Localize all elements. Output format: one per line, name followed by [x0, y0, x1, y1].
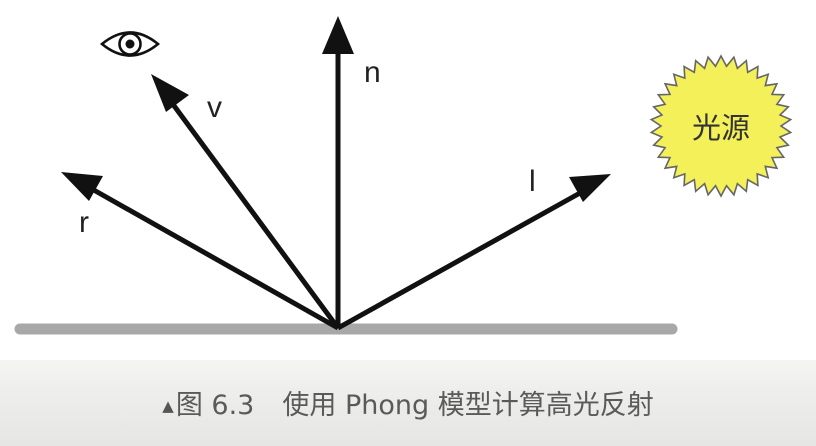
reflect-label: r — [79, 206, 89, 239]
caption-text: 使用 Phong 模型计算高光反射 — [282, 390, 654, 421]
reflect-vector — [61, 172, 340, 331]
eye-icon — [99, 31, 161, 57]
view-vector — [151, 74, 341, 330]
normal-vector — [322, 16, 354, 328]
caption-marker: ▲ — [162, 397, 174, 415]
figure-number: 图 6.3 — [175, 390, 255, 421]
light-source-label: 光源 — [692, 111, 750, 145]
view-label: v — [207, 91, 222, 124]
sun-burst-icon — [649, 54, 793, 198]
phong-diagram: n v r l 光源 — [14, 16, 793, 335]
light-vector — [336, 174, 611, 331]
figure-caption: ▲图 6.3 使用 Phong 模型计算高光反射 — [0, 383, 816, 422]
caption-band — [0, 360, 816, 446]
light-label: l — [529, 165, 536, 198]
normal-label: n — [364, 56, 381, 89]
